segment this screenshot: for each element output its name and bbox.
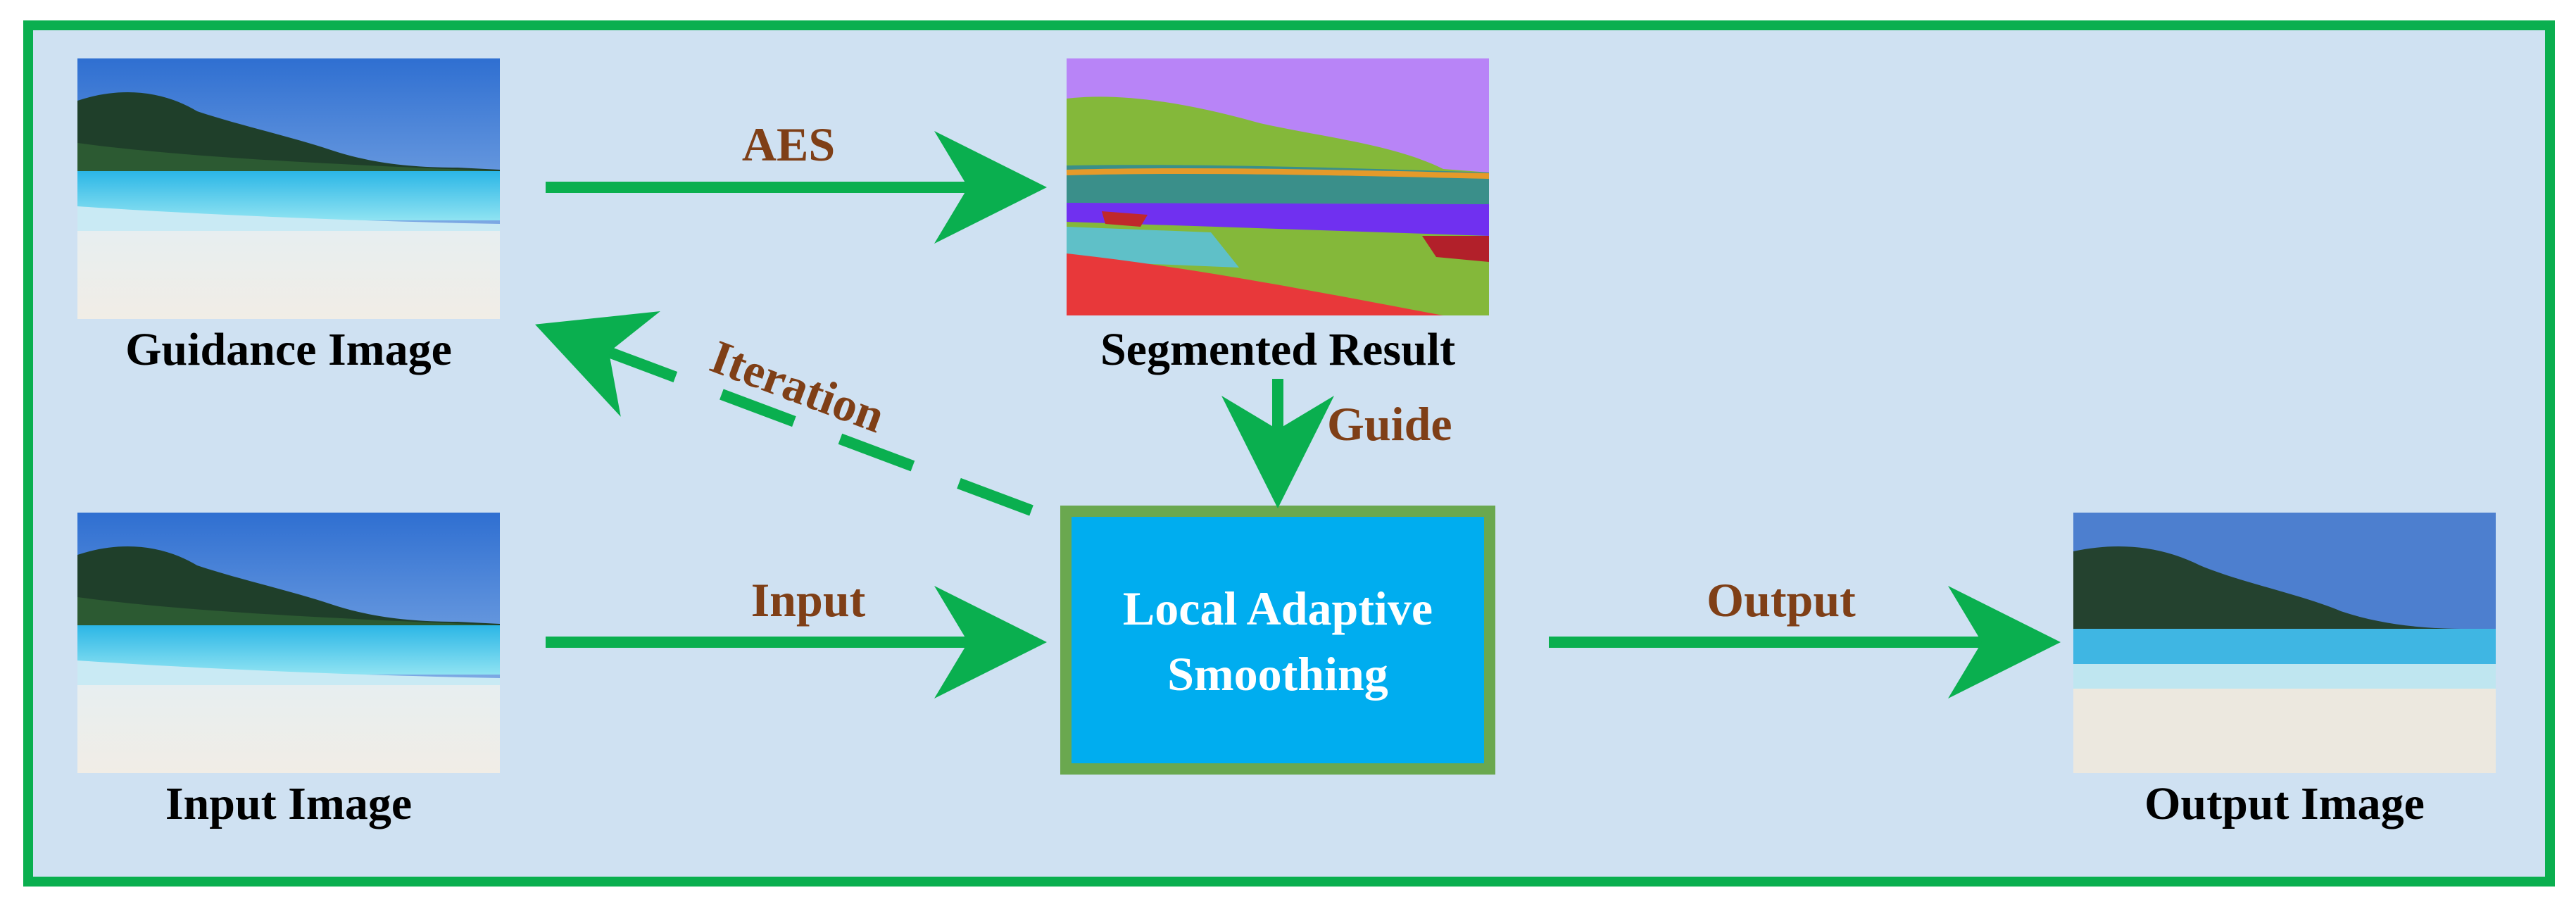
input-image [77,513,500,773]
input-image-caption: Input Image [165,778,412,829]
output-label: Output [1707,573,1856,627]
process-label-line2: Smoothing [1167,647,1388,701]
aes-label: AES [742,118,835,171]
guidance-image-caption: Guidance Image [125,324,452,375]
guidance-image [77,58,500,319]
output-image [2073,513,2496,773]
guide-label: Guide [1327,397,1452,451]
segmented-result-image [1066,58,1490,316]
process-label-line1: Local Adaptive [1123,582,1433,635]
output-image-caption: Output Image [2144,778,2425,829]
local-adaptive-smoothing-box: Local Adaptive Smoothing [1060,506,1495,775]
segmented-result-caption: Segmented Result [1100,324,1455,375]
iteration-arrow [535,311,1033,516]
input-label: Input [751,573,866,627]
iteration-label: Iteration [703,330,891,443]
